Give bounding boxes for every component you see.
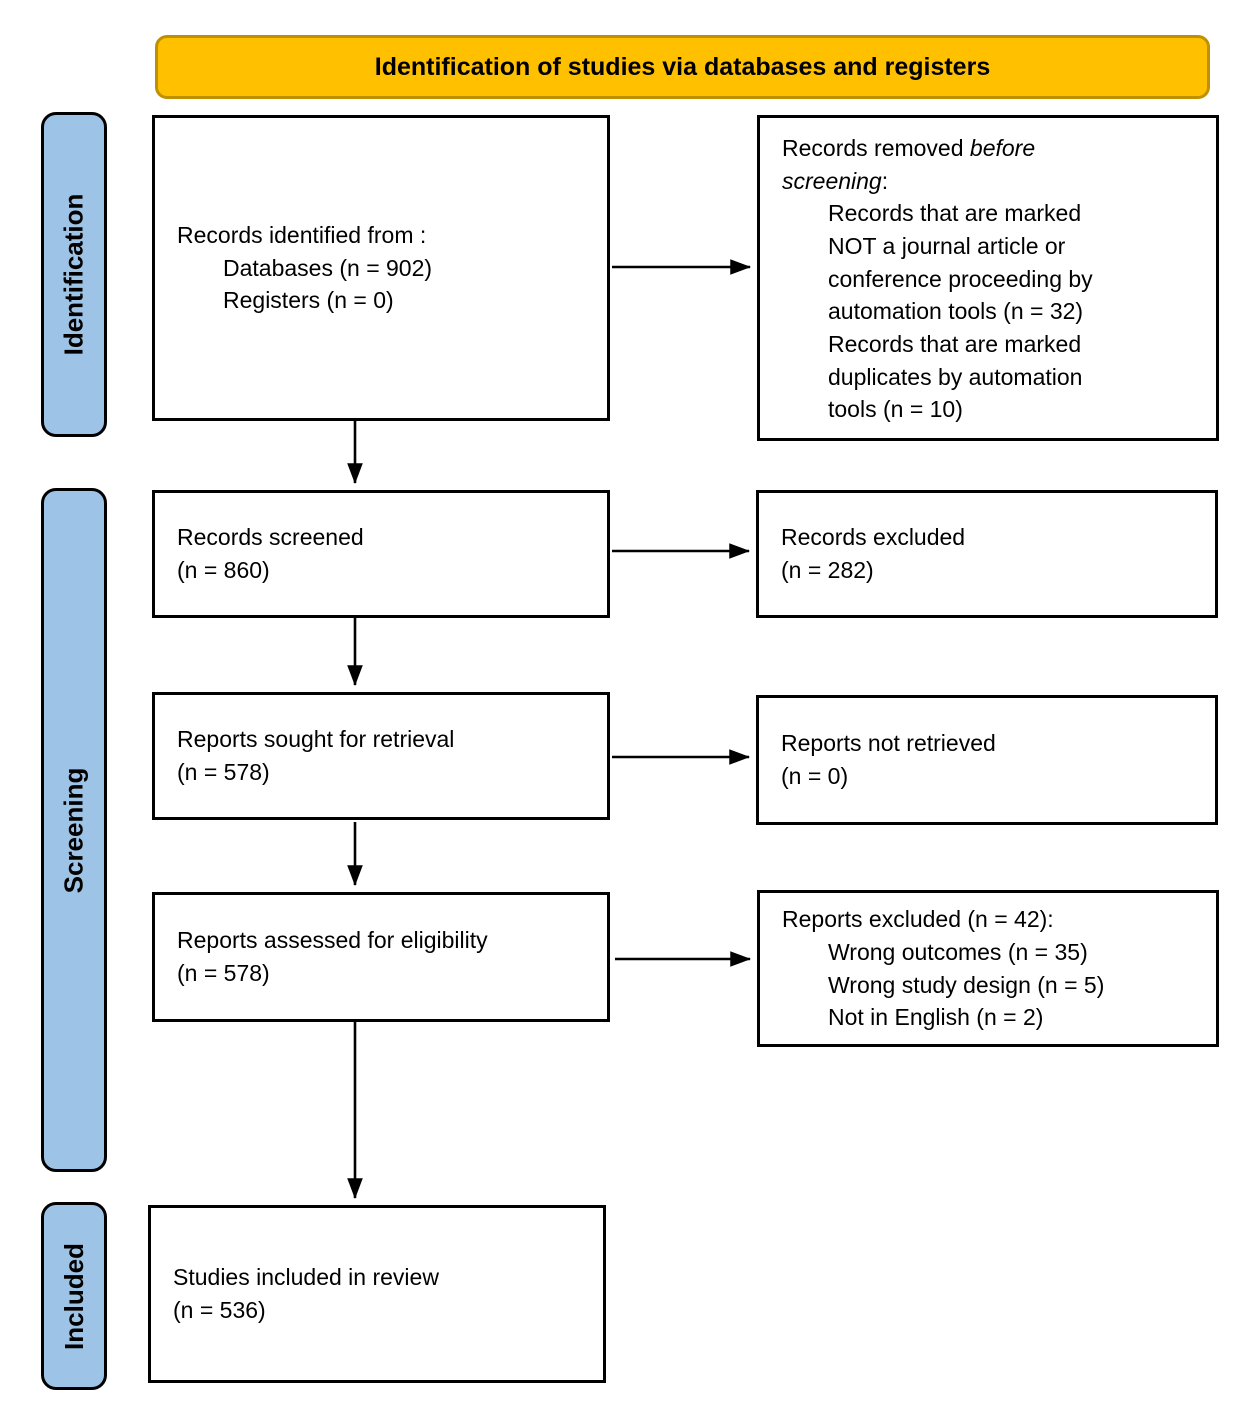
records-removed-item: Records that are marked duplicates by au… [828,330,1083,423]
box-studies-included: Studies included in review (n = 536) [148,1205,606,1383]
box-reports-sought: Reports sought for retrieval (n = 578) [152,692,610,820]
box-reports-not-retrieved: Reports not retrieved (n = 0) [756,695,1218,825]
box-records-excluded: Records excluded (n = 282) [756,490,1218,618]
stage-included-text: Included [58,1242,89,1350]
records-excluded-text: Records excluded (n = 282) [781,524,966,583]
stage-label-included: Included [41,1202,107,1390]
records-removed-heading: Records removed before [782,135,1036,161]
reports-excluded-item: Wrong outcomes (n = 35) [828,938,1088,965]
records-removed-heading-line2: screening: [782,167,889,194]
records-identified-heading: Records identified from : [177,222,427,249]
reports-excluded-item: Not in English (n = 2) [828,1004,1044,1031]
banner: Identification of studies via databases … [155,35,1210,99]
reports-sought-text: Reports sought for retrieval (n = 578) [177,726,455,785]
box-reports-excluded: Reports excluded (n = 42): Wrong outcome… [757,890,1219,1047]
studies-included-text: Studies included in review (n = 536) [173,1264,439,1323]
stage-label-identification: Identification [41,112,107,437]
reports-assessed-text: Reports assessed for eligibility (n = 57… [177,927,488,986]
stage-identification-text: Identification [58,193,89,356]
box-records-screened: Records screened (n = 860) [152,490,610,618]
reports-excluded-heading: Reports excluded (n = 42): [782,906,1054,933]
records-screened-text: Records screened (n = 860) [177,524,364,583]
records-removed-item: Records that are marked NOT a journal ar… [828,200,1093,325]
stage-screening-text: Screening [58,767,89,893]
records-identified-item: Registers (n = 0) [223,287,394,314]
box-records-identified: Records identified from : Databases (n =… [152,115,610,421]
stage-label-screening: Screening [41,488,107,1172]
reports-not-retrieved-text: Reports not retrieved (n = 0) [781,730,996,789]
records-identified-item: Databases (n = 902) [223,254,433,281]
box-records-removed: Records removed before screening: Record… [757,115,1219,441]
reports-excluded-item: Wrong study design (n = 5) [828,971,1105,998]
box-reports-assessed: Reports assessed for eligibility (n = 57… [152,892,610,1022]
banner-title: Identification of studies via databases … [374,52,991,81]
